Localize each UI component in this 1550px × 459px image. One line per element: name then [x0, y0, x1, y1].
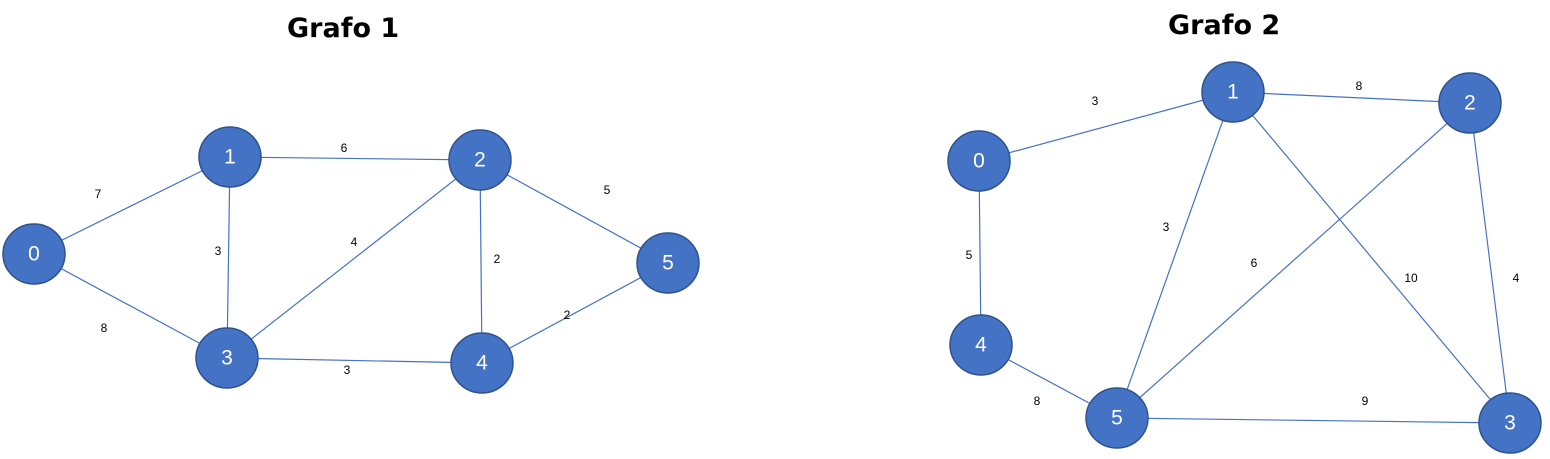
graph-1-edge-weight-1-3: 3: [215, 244, 222, 258]
graph-2-edge-weight-4-5: 8: [1034, 394, 1041, 408]
graph-2-node-2-circle: [1438, 72, 1502, 134]
graph-2-edge-2-5: [1116, 102, 1471, 419]
graph-2-edge-weight-2-5: 6: [1251, 256, 1258, 270]
graph-2-node-1-circle: [1201, 61, 1265, 123]
graph-1-edge-3-4: [226, 357, 483, 364]
graph-1-edge-weight-2-3: 4: [351, 235, 358, 249]
graph-2-node-0-label: 0: [973, 150, 985, 173]
graph-1-edge-weight-2-5: 5: [604, 183, 611, 197]
graph-2-node-2: 2: [1438, 72, 1502, 134]
graph-2-edge-weight-2-3: 4: [1513, 271, 1520, 285]
graph-1-node-2-label: 2: [474, 149, 486, 172]
graph-2-node-3: 3: [1478, 392, 1542, 454]
graph-2-edge-1-2: [1232, 91, 1471, 104]
graph-2-node-4-label: 4: [975, 334, 987, 357]
graph-2-node-0: 0: [947, 130, 1011, 192]
graph-2-edge-5-3: [1116, 417, 1511, 424]
graph-2-edge-weight-0-1: 3: [1092, 94, 1099, 108]
graph-1-node-1-label: 1: [224, 146, 236, 169]
graph-2-edge-weight-0-4: 5: [966, 248, 973, 262]
graph-2-node-4-circle: [949, 314, 1013, 376]
graph-1-edge-1-2: [229, 156, 481, 161]
graph-2-edge-weight-1-3: 10: [1404, 271, 1418, 285]
graph-1-node-4-label: 4: [476, 352, 488, 375]
graph-2-node-5-label: 5: [1111, 407, 1123, 430]
graph-2-edge-0-1: [978, 91, 1234, 162]
graph-1-edge-0-3: [33, 253, 228, 359]
graph-1-edge-weight-0-1: 7: [95, 187, 102, 201]
graph-2-node-3-circle: [1478, 392, 1542, 454]
graph-1-node-1-circle: [198, 126, 262, 188]
graph-1-edge-0-1: [33, 156, 231, 255]
graph-1-edge-weight-3-4: 3: [344, 363, 351, 377]
graph-2-edge-1-3: [1232, 91, 1511, 424]
graph-2-edge-weight-1-5: 3: [1163, 220, 1170, 234]
graph-1-node-5-circle: [636, 232, 700, 294]
graph-1-node-3: 3: [195, 327, 259, 389]
graph-1-edge-2-5: [479, 159, 669, 264]
graph-1-node-3-circle: [195, 327, 259, 389]
nodes-layer: 0 1 2 3 4 5 0 1 2 3 4 5: [2, 61, 1542, 454]
graph-1-edge-weight-2-4: 2: [494, 252, 501, 266]
graph-1-node-0-circle: [2, 223, 66, 285]
graph-1-edge-weight-1-2: 6: [341, 141, 348, 155]
graph-2-edge-1-5: [1116, 91, 1234, 419]
graph-2-node-3-label: 3: [1504, 412, 1516, 435]
graph-1-edge-4-5: [481, 262, 669, 364]
graph-1-node-4-circle: [450, 332, 514, 394]
graph-2-node-4: 4: [949, 314, 1013, 376]
graph-2-title: Grafo 2: [1168, 10, 1281, 41]
graph-1-edge-1-3: [226, 156, 231, 359]
graph-2-node-5-circle: [1085, 387, 1149, 449]
graph-1-node-2: 2: [448, 129, 512, 191]
graph-2-node-2-label: 2: [1464, 92, 1476, 115]
graph-1-edge-2-3: [226, 159, 481, 359]
graph-1-edge-weight-0-3: 8: [101, 321, 108, 335]
graph-1-node-1: 1: [198, 126, 262, 188]
graph-1-node-4: 4: [450, 332, 514, 394]
graph-1-node-2-circle: [448, 129, 512, 191]
graph-1-title: Grafo 1: [287, 13, 400, 44]
graph-1-node-5: 5: [636, 232, 700, 294]
graph-2-node-0-circle: [947, 130, 1011, 192]
graph-1-node-5-label: 5: [662, 252, 674, 275]
graph-2-node-1-label: 1: [1227, 81, 1239, 104]
graph-2-edge-2-3: [1469, 102, 1511, 424]
graph-1-node-3-label: 3: [221, 347, 233, 370]
graph-1-edge-weight-4-5: 2: [564, 308, 571, 322]
graph-2-edge-weight-1-2: 8: [1356, 79, 1363, 93]
graph-2-edge-weight-5-3: 9: [1362, 394, 1369, 408]
graph-2-node-5: 5: [1085, 387, 1149, 449]
graph-1-edge-2-4: [479, 159, 483, 364]
graph-1-node-0: 0: [2, 223, 66, 285]
graph-2-node-1: 1: [1201, 61, 1265, 123]
graph-1-node-0-label: 0: [28, 243, 40, 266]
